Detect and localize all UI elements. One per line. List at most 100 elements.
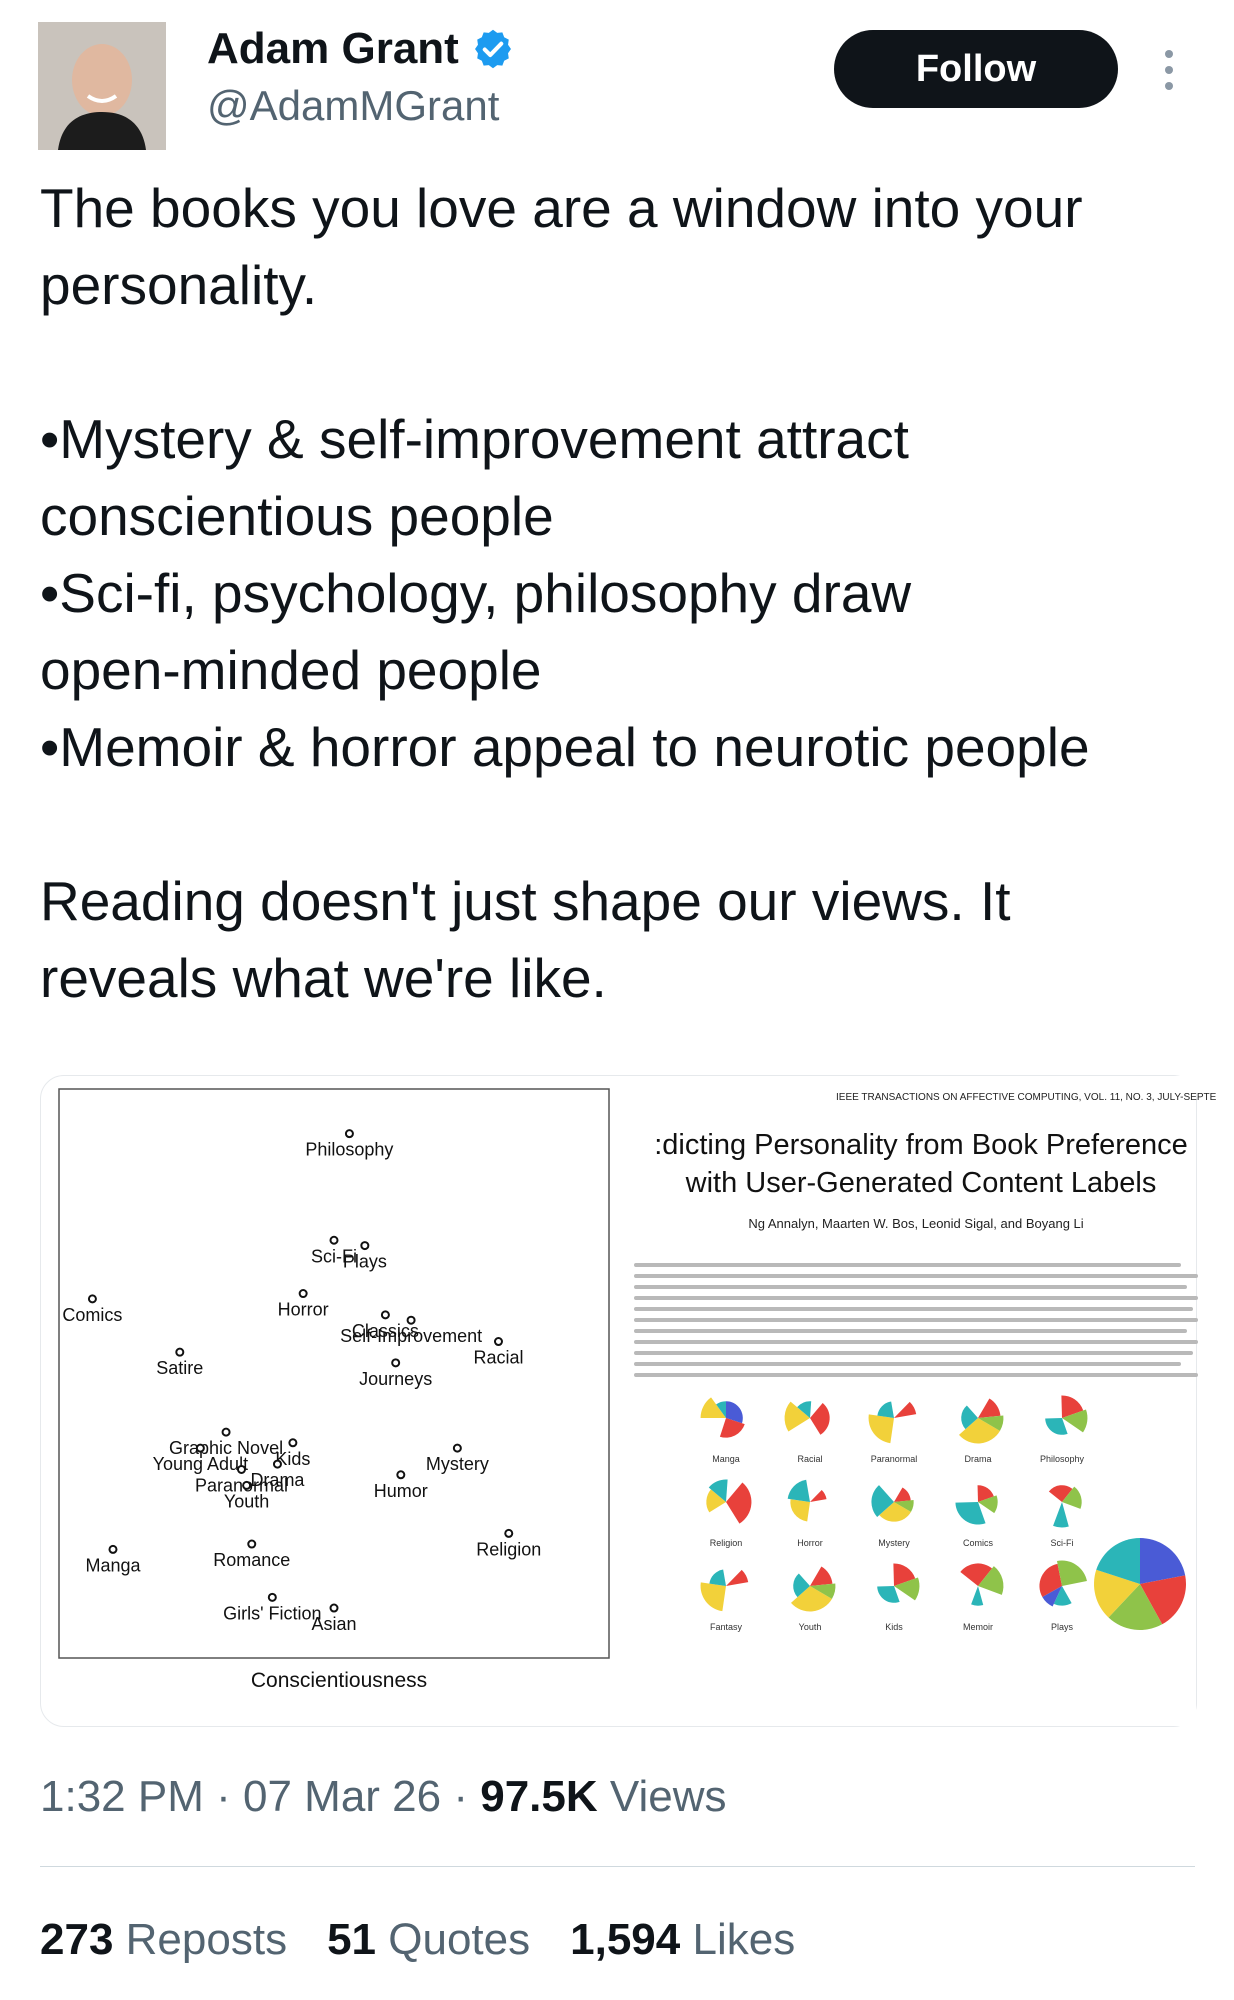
chart-point-label: Journeys [359, 1369, 432, 1389]
reposts-stat[interactable]: 273 Reposts [40, 1915, 287, 1965]
chart-point-label: Sci-Fi [311, 1246, 357, 1266]
pie-slice [894, 1500, 914, 1512]
chart-point [360, 1241, 370, 1251]
tweet-line: The books you love are a window into you… [40, 177, 1083, 239]
chart-point [406, 1315, 416, 1325]
pie-slice [877, 1586, 900, 1603]
pie-slice [1140, 1538, 1186, 1584]
author-name[interactable]: Adam Grant [207, 24, 459, 73]
chart-point [504, 1528, 514, 1538]
chart-point-label: Philosophy [305, 1140, 393, 1160]
pie-slice [709, 1569, 726, 1586]
chart-point [493, 1337, 503, 1347]
paper-screenshot[interactable]: IEEE TRANSACTIONS ON AFFECTIVE COMPUTING… [626, 1076, 1216, 1726]
reposts-label: Reposts [125, 1915, 288, 1964]
chart-point [87, 1294, 97, 1304]
pie-slice [810, 1583, 836, 1599]
tweet-text: The books you love are a window into you… [40, 170, 1210, 1017]
pie-slice [955, 1502, 986, 1525]
pie-slice [1048, 1485, 1073, 1502]
pie-slice [1062, 1409, 1088, 1433]
pie-slice [1094, 1569, 1140, 1618]
paper-title-line: with User-Generated Content Labels [685, 1167, 1157, 1199]
chart-point [247, 1539, 257, 1549]
pie-slice [961, 1405, 978, 1430]
pie-slice [871, 1485, 894, 1518]
tweet-date[interactable]: 07 Mar 26 [243, 1772, 442, 1821]
chart-point [236, 1464, 246, 1474]
more-vertical-icon[interactable] [1160, 48, 1178, 92]
pie-slice [879, 1502, 911, 1522]
tweet-line: Reading doesn't just shape our views. It [40, 870, 1011, 932]
pie-slice [1053, 1586, 1072, 1606]
pie-slice [894, 1487, 911, 1502]
pie-label: Drama [964, 1454, 991, 1464]
views-count: 97.5K [480, 1772, 598, 1821]
pie-label: Mystery [878, 1538, 910, 1548]
pie-slice [978, 1566, 1004, 1595]
pie-slice [726, 1569, 749, 1586]
tweet-line: •Sci-fi, psychology, philosophy draw [40, 562, 912, 624]
pie-label: Comics [963, 1538, 994, 1548]
pie-slice [797, 1401, 812, 1418]
chart-point-label: Classics [352, 1321, 419, 1341]
likes-stat[interactable]: 1,594 Likes [570, 1915, 795, 1965]
pie-label: Kids [885, 1622, 903, 1632]
author-handle[interactable]: @AdamMGrant [207, 82, 500, 129]
chart-point-label: Graphic Novel [169, 1438, 283, 1458]
pie-slice [958, 1418, 1000, 1444]
chart-point-label: Plays [343, 1252, 387, 1272]
tweet-line: personality. [40, 254, 318, 316]
pie-slice [894, 1577, 920, 1601]
pie-slice [700, 1582, 726, 1612]
pie-slice [708, 1479, 728, 1502]
pie-label: Philosophy [1040, 1454, 1085, 1464]
pie-slice [1140, 1575, 1186, 1625]
paper-title-line: :dicting Personality from Book Preferenc… [654, 1129, 1188, 1161]
tweet-line: •Mystery & self-improvement attract [40, 408, 909, 470]
pie-slice [810, 1402, 830, 1435]
chart-point [221, 1427, 231, 1437]
tweet-time[interactable]: 1:32 PM [40, 1772, 204, 1821]
verified-badge-icon [474, 29, 511, 69]
pie-slice [1062, 1486, 1082, 1509]
follow-button[interactable]: Follow [834, 30, 1118, 108]
pie-slice [716, 1401, 726, 1418]
chart-point-label: Mystery [426, 1454, 489, 1474]
chart-point-label: Religion [476, 1539, 541, 1559]
pie-label: Paranormal [871, 1454, 918, 1464]
pie-slice [1096, 1538, 1140, 1584]
quotes-label: Quotes [388, 1915, 531, 1964]
divider [40, 1866, 1195, 1867]
pie-label: Sci-Fi [1051, 1538, 1074, 1548]
chart-point-label: Manga [85, 1555, 141, 1575]
chart-point-label: Self-Improvement [340, 1326, 482, 1346]
pie-slice [868, 1414, 894, 1444]
pie-slice [784, 1401, 810, 1432]
chart-point-label: Kids [275, 1449, 310, 1469]
tweet-line: conscientious people [40, 485, 554, 547]
chart-point [380, 1310, 390, 1320]
pie-slice [877, 1401, 894, 1418]
tweet-line [40, 324, 1210, 401]
avatar[interactable] [38, 22, 166, 150]
engagement-stats: 273 Reposts 51 Quotes 1,594 Likes [40, 1915, 795, 1965]
pie-slice [719, 1418, 745, 1438]
pie-slice [793, 1573, 810, 1598]
pie-slice [1053, 1502, 1069, 1528]
paper-title: :dicting Personality from Book Preferenc… [626, 1126, 1216, 1202]
pie-slice [810, 1489, 827, 1502]
quotes-count: 51 [327, 1915, 377, 1964]
quotes-stat[interactable]: 51 Quotes [327, 1915, 530, 1965]
tweet-meta: 1:32 PM · 07 Mar 26 · 97.5K Views [40, 1772, 727, 1821]
chart-point [175, 1347, 185, 1357]
pie-label: Plays [1051, 1622, 1074, 1632]
pie-slice [1042, 1586, 1062, 1607]
tweet-line: •Memoir & horror appeal to neurotic peop… [40, 716, 1090, 778]
paper-journal-header: IEEE TRANSACTIONS ON AFFECTIVE COMPUTING… [836, 1092, 1217, 1103]
pie-slice [810, 1566, 833, 1586]
pie-slice [790, 1586, 832, 1612]
